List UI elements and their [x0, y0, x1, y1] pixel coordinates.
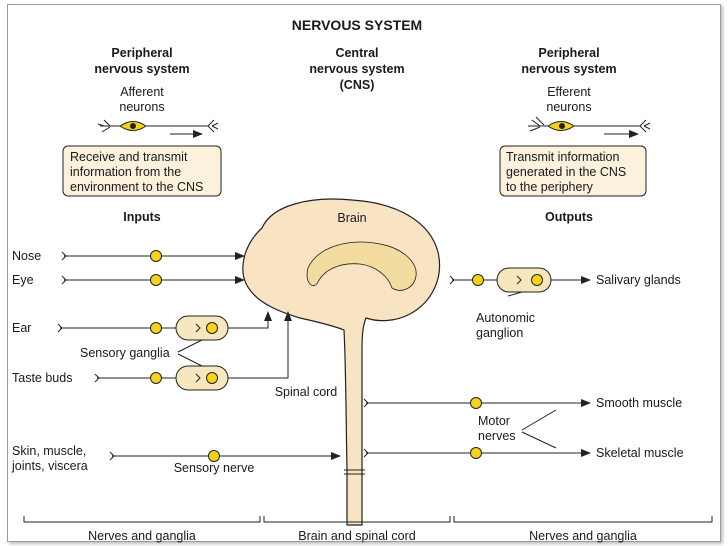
- left-box-line1: Receive and transmit: [70, 150, 188, 164]
- efferent-neuron-icon: [528, 116, 651, 138]
- bottom-label-left: Nerves and ganglia: [88, 529, 196, 543]
- bottom-brackets: [23, 516, 713, 523]
- efferent-label-line2: neurons: [546, 100, 591, 114]
- input-ear-label: Ear: [12, 321, 31, 335]
- autonomic-ganglion-label-line2: ganglion: [476, 326, 523, 340]
- afferent-label-line1: Afferent: [120, 85, 164, 99]
- title: NERVOUS SYSTEM: [292, 17, 422, 33]
- taste-ganglion-node: [206, 372, 218, 384]
- autonomic-ganglion-capsule: [496, 267, 552, 293]
- taste-neuron-node: [150, 372, 162, 384]
- output-tick-marks: [363, 275, 455, 458]
- output-skeletal-muscle-label: Skeletal muscle: [596, 446, 684, 460]
- inputs-label: Inputs: [123, 210, 161, 224]
- center-header-line1: Central: [335, 46, 378, 60]
- autonomic-ganglion-node: [531, 274, 543, 286]
- preganglionic-node: [472, 274, 484, 286]
- smooth-muscle-motor-node: [470, 397, 482, 409]
- eye-neuron-node: [150, 274, 162, 286]
- brain-label: Brain: [337, 211, 366, 225]
- bottom-label-right: Nerves and ganglia: [529, 529, 637, 543]
- efferent-label-line1: Efferent: [547, 85, 591, 99]
- outputs-label: Outputs: [545, 210, 593, 224]
- right-description-box: [499, 145, 647, 197]
- right-box-line3: to the periphery: [506, 180, 594, 194]
- left-box-line2: information from the: [70, 165, 181, 179]
- center-header-line3: (CNS): [340, 78, 375, 92]
- autonomic-ganglion-label-line1: Autonomic: [476, 311, 535, 325]
- sensory-nerve-node: [208, 450, 220, 462]
- input-skin-label-line2: joints, viscera: [11, 459, 88, 473]
- right-header-line1: Peripheral: [538, 46, 599, 60]
- input-eye-label: Eye: [12, 273, 34, 287]
- right-box-line2: generated in the CNS: [506, 165, 626, 179]
- ear-neuron-node: [150, 322, 162, 334]
- center-header-line2: nervous system: [309, 62, 404, 76]
- left-box-line3: environment to the CNS: [70, 180, 203, 194]
- right-box-line1: Transmit information: [506, 150, 620, 164]
- input-skin-label-line1: Skin, muscle,: [12, 444, 86, 458]
- spinal-cord-bands: [344, 469, 365, 475]
- output-salivary-glands-label: Salivary glands: [596, 273, 681, 287]
- motor-nerves-label-line2: nerves: [478, 429, 516, 443]
- afferent-label-line2: neurons: [119, 100, 164, 114]
- input-nose-label: Nose: [12, 249, 41, 263]
- sensory-ganglia-pointers: [177, 339, 203, 367]
- left-header-line2: nervous system: [94, 62, 189, 76]
- afferent-neuron-icon: [97, 119, 219, 138]
- synapse-marks: [195, 275, 522, 383]
- nose-neuron-node: [150, 250, 162, 262]
- left-header-line1: Peripheral: [111, 46, 172, 60]
- skeletal-muscle-motor-node: [470, 447, 482, 459]
- input-tick-marks: [57, 251, 115, 461]
- sensory-ganglia-label: Sensory ganglia: [80, 346, 170, 360]
- output-smooth-muscle-label: Smooth muscle: [596, 396, 682, 410]
- right-header-line2: nervous system: [521, 62, 616, 76]
- ear-ganglion-node: [206, 322, 218, 334]
- spinal-cord-label: Spinal cord: [275, 385, 338, 399]
- ear-sensory-ganglion: [175, 315, 229, 341]
- left-description-box: [62, 145, 222, 197]
- input-taste-buds-label: Taste buds: [12, 371, 72, 385]
- bottom-label-center: Brain and spinal cord: [298, 529, 415, 543]
- sensory-nerve-label: Sensory nerve: [174, 461, 255, 475]
- neuron-nodes: [150, 250, 543, 462]
- motor-nerves-pointers: [521, 409, 557, 449]
- autonomic-ganglion-pointer: [507, 291, 523, 297]
- brain-inner-fold: [306, 241, 417, 291]
- motor-nerves-label-line1: Motor: [478, 414, 510, 428]
- taste-sensory-ganglion: [175, 365, 229, 391]
